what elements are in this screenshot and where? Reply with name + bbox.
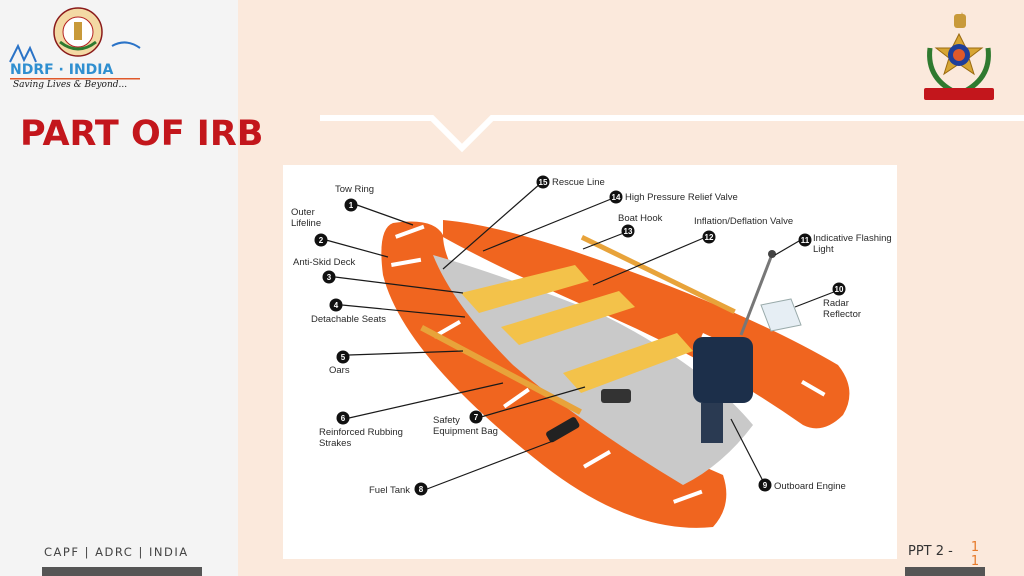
callout-10: 10 Radar Reflector	[823, 282, 862, 320]
callout-number: 6	[341, 414, 346, 423]
callout-1: Tow Ring 1	[335, 184, 374, 212]
callout-number: 13	[624, 227, 633, 236]
callout-2: Outer Lifeline 2	[291, 207, 328, 247]
callout-label: Tow Ring	[335, 184, 374, 195]
inflatable-boat-illustration	[381, 220, 850, 528]
national-emblem-logo	[924, 12, 994, 100]
callout-4: 4 Detachable Seats	[311, 298, 386, 325]
footer-page-label: PPT 2 -	[908, 544, 953, 559]
callout-label: Safety Equipment Bag	[433, 415, 498, 437]
callout-number: 3	[327, 273, 332, 282]
callout-9: 9 Outboard Engine	[758, 478, 846, 492]
callout-label: Indicative Flashing Light	[813, 233, 892, 255]
callout-label: Boat Hook	[618, 213, 663, 224]
callout-number: 9	[763, 481, 768, 490]
callout-label: Outboard Engine	[774, 481, 846, 492]
irb-parts-diagram: Tow Ring 1 Outer Lifeline 2 Anti-Skid De…	[283, 165, 897, 559]
callout-label: High Pressure Relief Valve	[625, 192, 738, 203]
page-number: 11	[970, 540, 980, 569]
callout-label: Fuel Tank	[369, 485, 410, 496]
slide-title: PART OF IRB	[20, 114, 264, 154]
callout-number: 1	[349, 201, 354, 210]
callout-number: 12	[705, 233, 714, 242]
callout-label: Outer Lifeline	[291, 207, 322, 229]
callout-number: 14	[612, 193, 621, 202]
callout-13: Boat Hook 13	[618, 213, 663, 238]
callout-14: 14 High Pressure Relief Valve	[609, 190, 738, 204]
callout-number: 4	[334, 301, 339, 310]
callout-8: Fuel Tank 8	[369, 482, 428, 496]
callout-label: Inflation/Deflation Valve	[694, 216, 793, 227]
callout-7: Safety Equipment Bag 7	[433, 410, 498, 437]
decorative-divider-line	[320, 115, 1024, 153]
footer-organization: CAPF | ADRC | INDIA	[44, 545, 189, 559]
callout-3: Anti-Skid Deck 3	[293, 257, 356, 284]
ndrf-logo: NDRF · INDIA	[9, 7, 141, 80]
callout-label: Radar Reflector	[823, 298, 862, 320]
leader-lines	[325, 182, 840, 490]
callout-15: 15 Rescue Line	[536, 175, 605, 189]
callout-number: 11	[801, 236, 810, 245]
footer-bar	[42, 567, 202, 576]
callout-label: Rescue Line	[552, 177, 605, 188]
callout-number: 8	[419, 485, 424, 494]
callout-number: 5	[341, 353, 346, 362]
ndrf-tagline: Saving Lives & Beyond...	[13, 80, 128, 90]
callout-number: 15	[539, 178, 548, 187]
callout-number: 10	[835, 285, 844, 294]
callout-label: Detachable Seats	[311, 314, 386, 325]
callout-label: Reinforced Rubbing Strakes	[319, 427, 403, 449]
left-panel	[0, 0, 238, 576]
callout-label: Oars	[329, 365, 350, 376]
callout-number: 2	[319, 236, 324, 245]
callout-12: Inflation/Deflation Valve 12	[694, 216, 793, 244]
callout-6: 6 Reinforced Rubbing Strakes	[319, 411, 403, 449]
callout-11: 11 Indicative Flashing Light	[798, 233, 892, 255]
footer-bar-right	[905, 567, 985, 576]
callout-label: Anti-Skid Deck	[293, 257, 356, 268]
callout-5: 5 Oars	[329, 350, 350, 376]
callout-number: 7	[474, 413, 479, 422]
ndrf-brand-text: NDRF · INDIA	[10, 62, 114, 78]
